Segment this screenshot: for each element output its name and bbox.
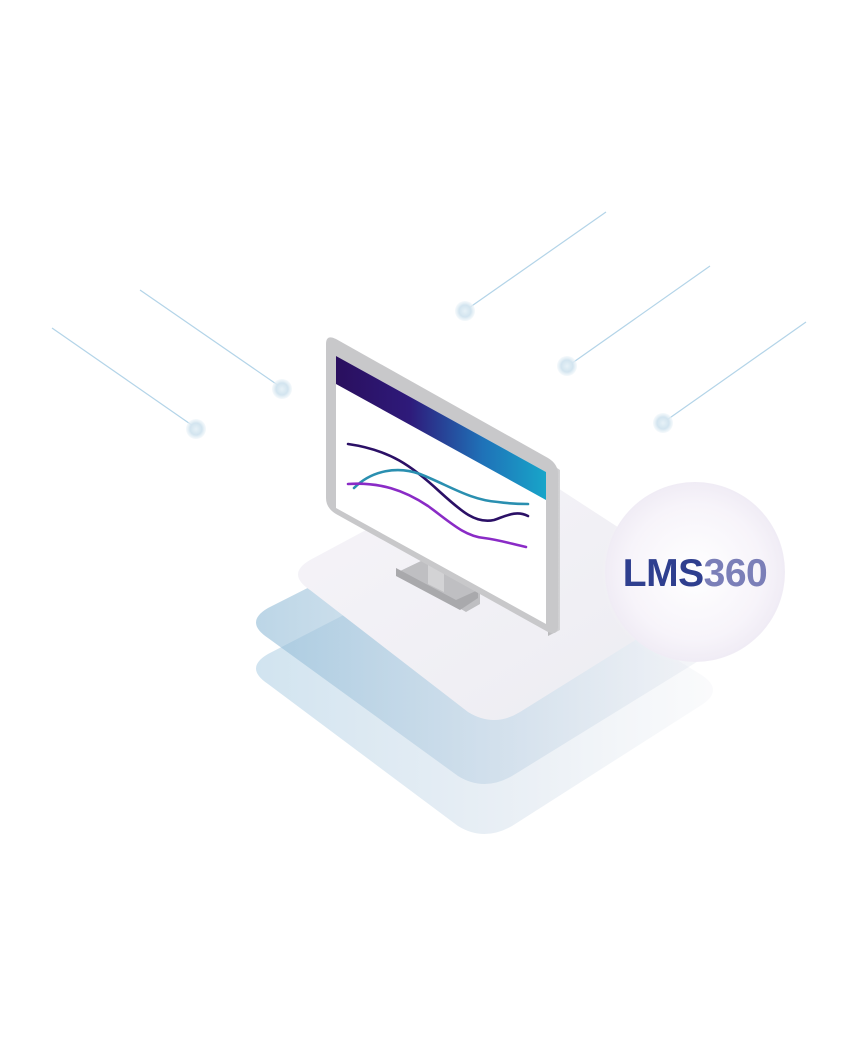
- brand-suffix: 360: [704, 552, 768, 595]
- connector-node-icon: [557, 356, 577, 376]
- brand-badge: LMS360: [599, 476, 791, 668]
- monitor-icon: [326, 337, 560, 636]
- connector-node-icon: [272, 379, 292, 399]
- connector-line: [663, 321, 807, 423]
- connector-line: [51, 327, 197, 429]
- brand-prefix: LMS: [623, 552, 704, 595]
- connector-node-icon: [186, 419, 206, 439]
- connector-nodes: [186, 301, 673, 439]
- monitor-stand-edge: [396, 568, 478, 610]
- badge-circle-icon: [605, 482, 785, 662]
- brand-logo-text: LMS360: [623, 552, 767, 595]
- connector-line: [465, 211, 607, 311]
- chart-curve-purple: [346, 482, 528, 549]
- chart-curve-dark: [346, 442, 530, 523]
- monitor-screen: [336, 356, 546, 624]
- connector-line: [139, 289, 283, 389]
- chart-curve-teal: [352, 468, 530, 506]
- connector-node-icon: [455, 301, 475, 321]
- screen-header-bar: [336, 356, 546, 500]
- connector-node-icon: [653, 413, 673, 433]
- line-chart-icon: [346, 442, 530, 549]
- connector-lines: [51, 211, 807, 429]
- connector-line: [567, 265, 711, 367]
